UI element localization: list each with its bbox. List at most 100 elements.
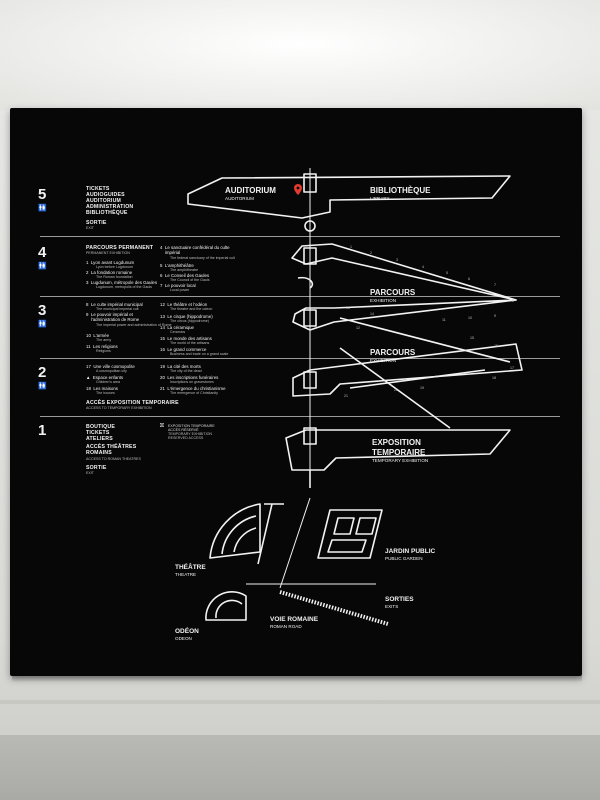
- stairs-icon: [304, 220, 316, 232]
- floor5-line: BIBLIOTHÈQUE: [86, 210, 128, 216]
- item-sub: The emergence of Christianity: [170, 391, 218, 395]
- sorties-label: SORTIES: [385, 596, 414, 603]
- route-number: 13: [346, 306, 350, 310]
- item-title: L'émergence du christianisme: [167, 386, 226, 391]
- route-number: 3: [396, 258, 398, 262]
- garden-block: [317, 509, 383, 559]
- reserved-access-icon: ⛝: [160, 423, 164, 429]
- route-number: 7: [494, 283, 496, 287]
- item-num: 3: [86, 280, 89, 285]
- item-sub: The theatre and the odeon: [170, 307, 213, 311]
- parcours-label: PARCOURS: [370, 288, 416, 297]
- item-sub: The Roman foundation: [96, 275, 133, 279]
- floor-divider: [40, 296, 560, 297]
- wall-light: [0, 0, 600, 110]
- odeon-shape: [205, 591, 247, 621]
- wall-seam: [0, 700, 600, 704]
- route-number: 5: [446, 271, 448, 275]
- item-num: 14: [160, 325, 165, 330]
- floor-divider: [40, 236, 560, 237]
- voie-romaine-sub: ROMAN ROAD: [270, 624, 302, 629]
- item-title: La céramique: [167, 325, 194, 330]
- theatre-sub: THEATRE: [175, 572, 197, 577]
- item-sub: Business and trade on a grand scale: [170, 352, 229, 356]
- item-num: 6: [160, 273, 163, 278]
- elevator-icon: [303, 309, 317, 327]
- item-title: Le culte impérial municipal: [90, 302, 143, 307]
- route-number: 21: [344, 394, 348, 398]
- route-number: 15: [470, 336, 474, 340]
- floor1-line: ATELIERS: [86, 436, 113, 442]
- elevator-icon: [303, 371, 317, 389]
- item-num: 12: [160, 302, 165, 307]
- restroom-icon: 🚻: [38, 321, 47, 328]
- item-sub: The army: [96, 338, 112, 342]
- theatre-shape: [209, 503, 261, 559]
- parcours-label: PARCOURS: [370, 348, 416, 357]
- item-num: 5: [160, 263, 163, 268]
- floor2-access: ACCÈS EXPOSITION TEMPORAIRE: [86, 400, 179, 406]
- route-number: 6: [468, 277, 470, 281]
- floor-plan-map: [187, 168, 523, 626]
- elevator-icon: [303, 247, 317, 265]
- item-num: 20: [160, 375, 165, 380]
- panel-shadow: [12, 676, 582, 682]
- children-area-icon: ▲: [86, 375, 91, 380]
- item-sub: The amphitheatre: [170, 268, 199, 272]
- item-num: 17: [86, 364, 91, 369]
- route-line: [339, 317, 511, 363]
- elevator-icon: [303, 173, 317, 193]
- floor5-line: TICKETS: [86, 186, 110, 192]
- item-sub: The houses: [96, 391, 115, 395]
- floor-number-1: 1: [38, 422, 47, 439]
- bibliotheque-sub: LIBRARY: [370, 196, 390, 201]
- floor2-access-sub: ACCESS TO TEMPORARY EXHIBITION: [86, 406, 152, 410]
- restroom-icon: 🚻: [38, 205, 47, 212]
- item-sub: A cosmopolitan city: [96, 369, 127, 373]
- item-sub: The city of the dead: [170, 369, 202, 373]
- route-line: [339, 347, 451, 429]
- floor1-note: RESERVED ACCESS: [168, 436, 204, 440]
- route-number: 9: [494, 314, 496, 318]
- route-number: 20: [394, 388, 398, 392]
- item-title: Une ville cosmopolite: [93, 364, 135, 369]
- item-title: Le théâtre et l'odéon: [167, 302, 208, 307]
- route-number: 18: [492, 376, 496, 380]
- restroom-icon: 🚻: [38, 383, 47, 390]
- floor5-exit: SORTIE: [86, 220, 107, 226]
- item-num: 7: [160, 283, 163, 288]
- floor1-exit: SORTIE: [86, 465, 107, 471]
- floor3-outline: [292, 299, 517, 331]
- theatre-label: THÉÂTRE: [175, 564, 206, 571]
- item-sub: Lugdunum, metropolis of the Gauls: [96, 285, 152, 289]
- item-num: 21: [160, 386, 165, 391]
- floor4-curve: [297, 276, 314, 289]
- parcours-sub: EXHIBITION: [370, 358, 397, 363]
- parcours-sub: EXHIBITION: [370, 298, 397, 303]
- route-number: 14: [370, 312, 374, 316]
- floor-divider: [40, 416, 560, 417]
- route-line: [349, 369, 486, 389]
- item-title: Le monde des artisans: [167, 336, 212, 341]
- expo-label: EXPOSITION: [372, 438, 421, 447]
- item-title: La fondation romaine: [90, 270, 133, 275]
- route-number: 2: [370, 251, 372, 255]
- item-title: Le grand commerce: [167, 347, 207, 352]
- auditorium-label: AUDITORIUM: [225, 186, 276, 195]
- item-num: 16: [160, 347, 165, 352]
- item-sub: The municipal imperial cult: [96, 307, 139, 311]
- item-num: 15: [160, 336, 165, 341]
- item-num: 19: [160, 364, 165, 369]
- odeon-label: ODÉON: [175, 628, 199, 635]
- item-title: Les maisons: [93, 386, 118, 391]
- route-number: 10: [468, 316, 472, 320]
- expo-sub: TEMPORARY EXHIBITION: [372, 458, 429, 463]
- item-num: 10: [86, 333, 91, 338]
- item-sub: The Council of the Gauls: [170, 278, 210, 282]
- item-num: 11: [86, 344, 91, 349]
- item-title: Lugdunum, métropole des Gaules: [90, 280, 158, 285]
- item-title: L'amphithéâtre: [164, 263, 194, 268]
- route-number: 16: [494, 344, 498, 348]
- item-title: Le pouvoir impérial et l'administration …: [90, 312, 140, 322]
- route-number: 4: [422, 265, 424, 269]
